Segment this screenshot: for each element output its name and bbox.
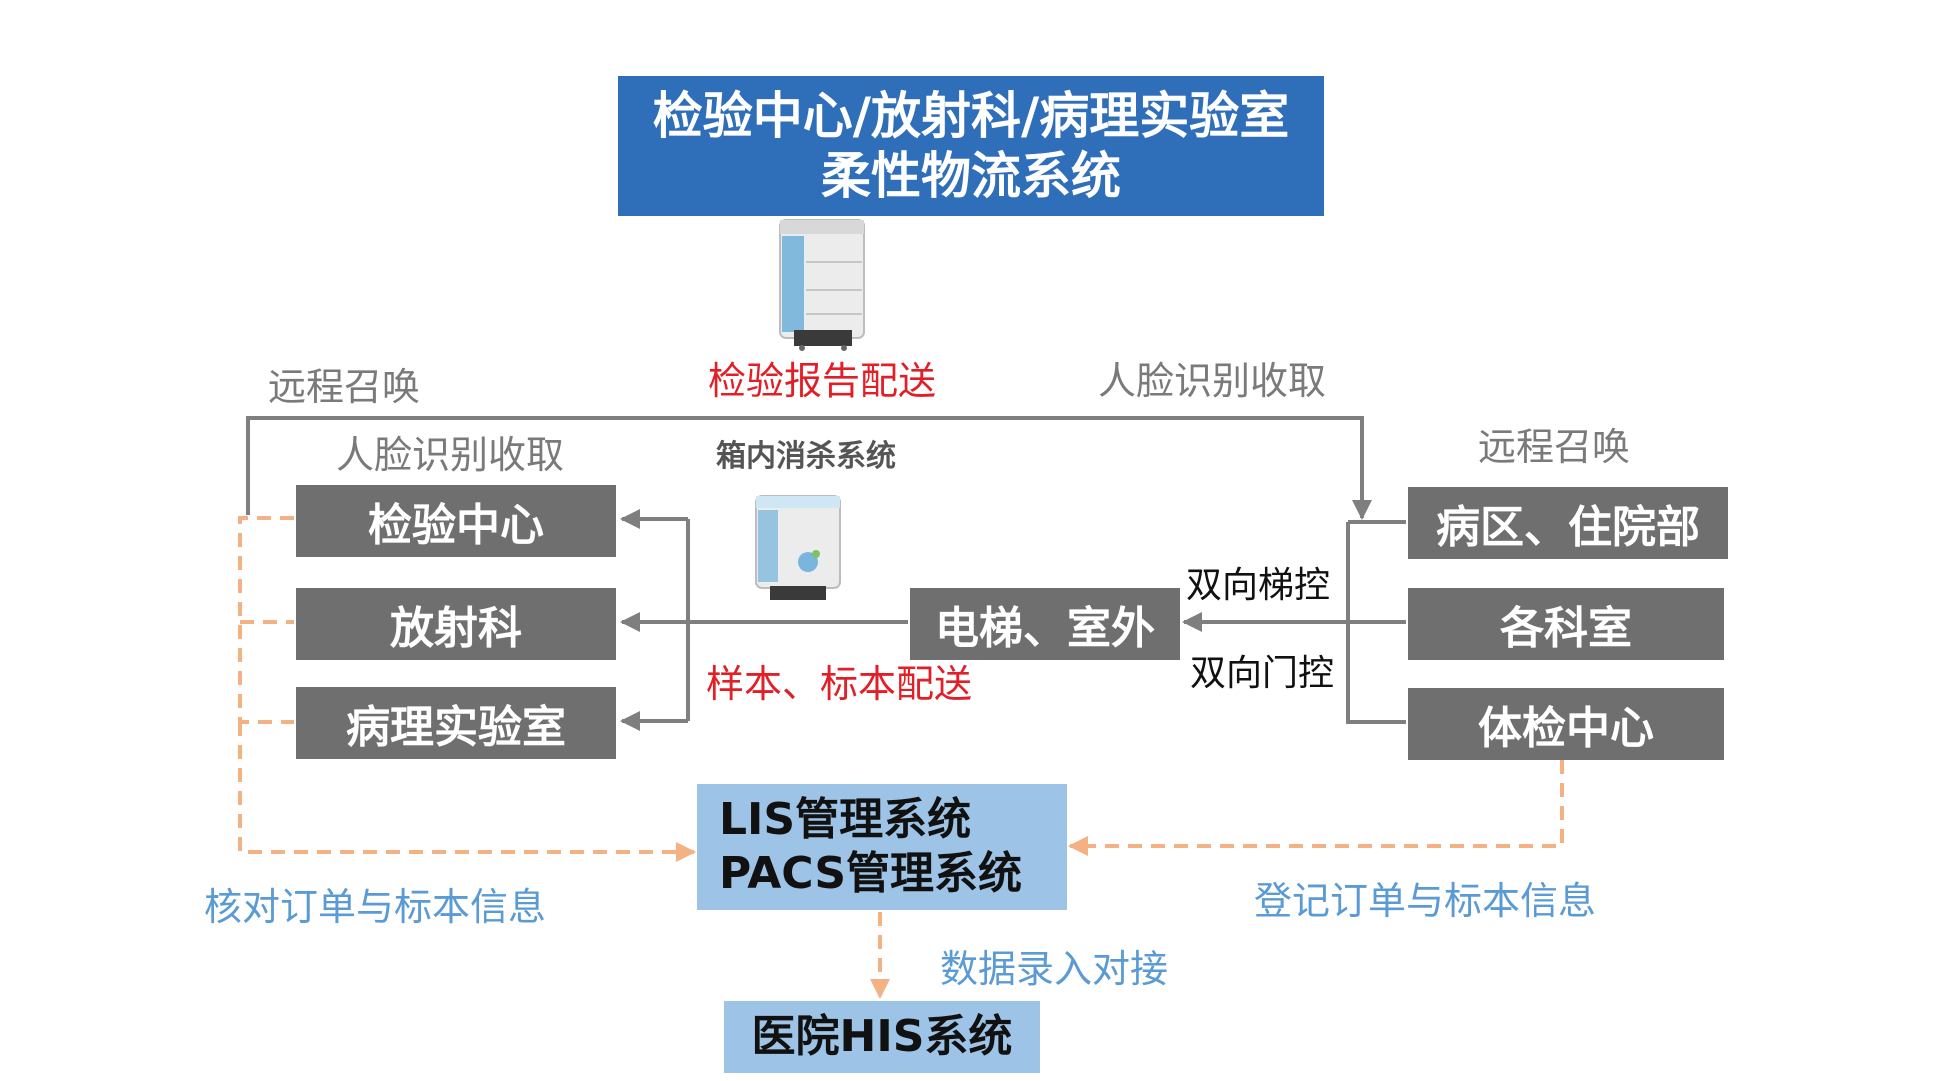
remote-call-left-label: 远程召唤 (268, 365, 421, 409)
register-orders-label: 登记订单与标本信息 (1254, 879, 1597, 923)
lis-pacs-box: LIS管理系统 PACS管理系统 (697, 784, 1067, 910)
remote-call-right-label: 远程召唤 (1478, 425, 1631, 469)
two-way-elevator-label: 双向梯控 (1186, 565, 1331, 606)
verify-dashed-line (238, 516, 694, 852)
lab-center-box: 检验中心 (296, 485, 616, 557)
system-title-line1: 检验中心/放射科/病理实验室 (652, 87, 1290, 145)
system-title-box: 检验中心/放射科/病理实验室 柔性物流系统 (618, 76, 1324, 216)
data-entry-label: 数据录入对接 (940, 947, 1169, 991)
remote-call-loop-line (246, 416, 1372, 520)
face-recognition-left-label: 人脸识别收取 (336, 433, 565, 477)
verify-orders-label: 核对订单与标本信息 (204, 885, 547, 929)
register-dashed-line (1068, 760, 1564, 856)
two-way-door-label: 双向门控 (1190, 653, 1335, 694)
ward-inpatient-box: 病区、住院部 (1408, 487, 1728, 559)
elevator-outdoor-box: 电梯、室外 (910, 588, 1180, 660)
face-recognition-top-label: 人脸识别收取 (1098, 359, 1327, 403)
his-system-box: 医院HIS系统 (724, 1001, 1040, 1073)
disinfection-label: 箱内消杀系统 (716, 439, 896, 474)
system-title-line2: 柔性物流系统 (821, 147, 1121, 205)
health-check-center-box: 体检中心 (1408, 688, 1724, 760)
right-bracket-line (1346, 520, 1406, 724)
departments-box: 各科室 (1408, 588, 1724, 660)
sample-delivery-label: 样本、标本配送 (706, 662, 973, 706)
lis-system-label: LIS管理系统 (719, 794, 972, 845)
pathology-lab-box: 病理实验室 (296, 687, 616, 759)
report-delivery-label: 检验报告配送 (708, 359, 937, 403)
radiology-box: 放射科 (296, 588, 616, 660)
pacs-system-label: PACS管理系统 (719, 848, 1023, 899)
